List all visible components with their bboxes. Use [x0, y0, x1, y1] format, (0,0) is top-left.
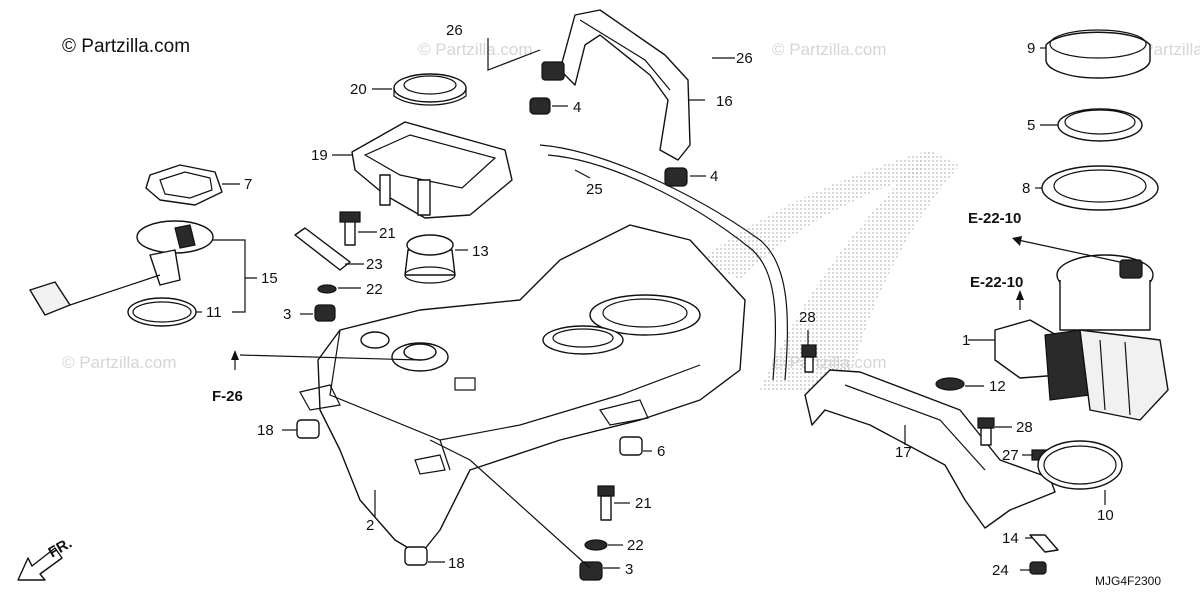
reference-arrow — [231, 350, 239, 360]
fuel-pump-part — [994, 254, 1169, 421]
reference-arrow — [1017, 239, 1121, 263]
fuel-level-sender-part — [29, 220, 214, 316]
clip-part — [1029, 534, 1059, 553]
front-direction-arrow: FR. — [17, 535, 75, 581]
callout-21: 21 — [379, 225, 396, 242]
pump-gasket-part — [145, 164, 223, 206]
reference-label-f26: F-26 — [212, 388, 243, 405]
callout-23: 23 — [366, 256, 383, 273]
callout-26: 26 — [446, 22, 463, 39]
callout-16: 16 — [716, 93, 733, 110]
callout-17: 17 — [895, 444, 912, 461]
strainer-o-ring-part — [1037, 440, 1123, 490]
bolt-part — [597, 485, 615, 521]
rubber-mount-part — [529, 97, 688, 187]
callout-26: 26 — [736, 50, 753, 67]
tank-bracket-part — [541, 9, 691, 161]
callout-28: 28 — [799, 309, 816, 326]
watermark-text: © Partzilla.com — [418, 40, 533, 59]
washer-part — [317, 284, 337, 294]
breather-hose-part — [539, 144, 789, 381]
callout-6: 6 — [657, 443, 665, 460]
nut-part — [1029, 561, 1047, 575]
bolt-part — [977, 417, 995, 446]
bolt-part — [339, 211, 361, 246]
pump-cover-part — [1045, 29, 1151, 79]
callout-8: 8 — [1022, 180, 1030, 197]
callout-3: 3 — [283, 306, 291, 323]
callout-18: 18 — [257, 422, 274, 439]
copyright-text: © Partzilla.com — [62, 36, 190, 57]
callout-12: 12 — [989, 378, 1006, 395]
callout-27: 27 — [1002, 447, 1019, 464]
callout-22: 22 — [627, 537, 644, 554]
callout-28: 28 — [1016, 419, 1033, 436]
callout-10: 10 — [1097, 507, 1114, 524]
callout-labels: 1 2 3 3 4 4 5 6 7 8 9 10 11 12 13 14 15 … — [206, 22, 1114, 579]
fuel-tank-part — [299, 224, 746, 556]
callout-14: 14 — [1002, 530, 1019, 547]
callout-3: 3 — [625, 561, 633, 578]
wing-emblem-shading — [700, 150, 930, 280]
reference-label-e2210: E-22-10 — [970, 274, 1023, 291]
packing-part — [1041, 165, 1159, 211]
callout-22: 22 — [366, 281, 383, 298]
clip-strap-part — [294, 227, 351, 271]
ring-nut-part — [393, 73, 467, 106]
wing-emblem-shading — [760, 150, 960, 395]
callout-19: 19 — [311, 147, 328, 164]
callout-20: 20 — [350, 81, 367, 98]
callout-11: 11 — [206, 304, 222, 321]
callout-4: 4 — [573, 99, 581, 116]
rubber-mount-part — [296, 419, 643, 566]
pump-stay-part — [801, 344, 1056, 529]
watermark-text: © Partzilla.com — [62, 353, 177, 372]
tank-cover-part — [351, 121, 513, 219]
reference-arrow — [1016, 290, 1024, 300]
callout-1: 1 — [962, 332, 970, 349]
callout-18: 18 — [448, 555, 465, 572]
callout-4: 4 — [710, 168, 718, 185]
callout-15: 15 — [261, 270, 278, 287]
callout-9: 9 — [1027, 40, 1035, 57]
o-ring-part — [127, 297, 197, 327]
callout-5: 5 — [1027, 117, 1035, 134]
breather-hose-part — [547, 154, 777, 381]
callout-25: 25 — [586, 181, 603, 198]
fuel-cap-part — [404, 234, 456, 284]
callout-24: 24 — [992, 562, 1009, 579]
set-plate-part — [1057, 108, 1143, 142]
washer-part — [579, 539, 608, 581]
callout-13: 13 — [472, 243, 489, 260]
rubber-mount-part — [314, 304, 336, 322]
callout-2: 2 — [366, 517, 374, 534]
watermark-text: © Partzilla.com — [772, 40, 887, 59]
callout-21: 21 — [635, 495, 652, 512]
reference-arrow — [1012, 236, 1022, 246]
callout-7: 7 — [244, 176, 252, 193]
grommet-part — [935, 377, 965, 391]
reference-label-e2210: E-22-10 — [968, 210, 1021, 227]
leader-lines — [196, 38, 1106, 571]
diagram-code: MJG4F2300 — [1095, 574, 1161, 588]
